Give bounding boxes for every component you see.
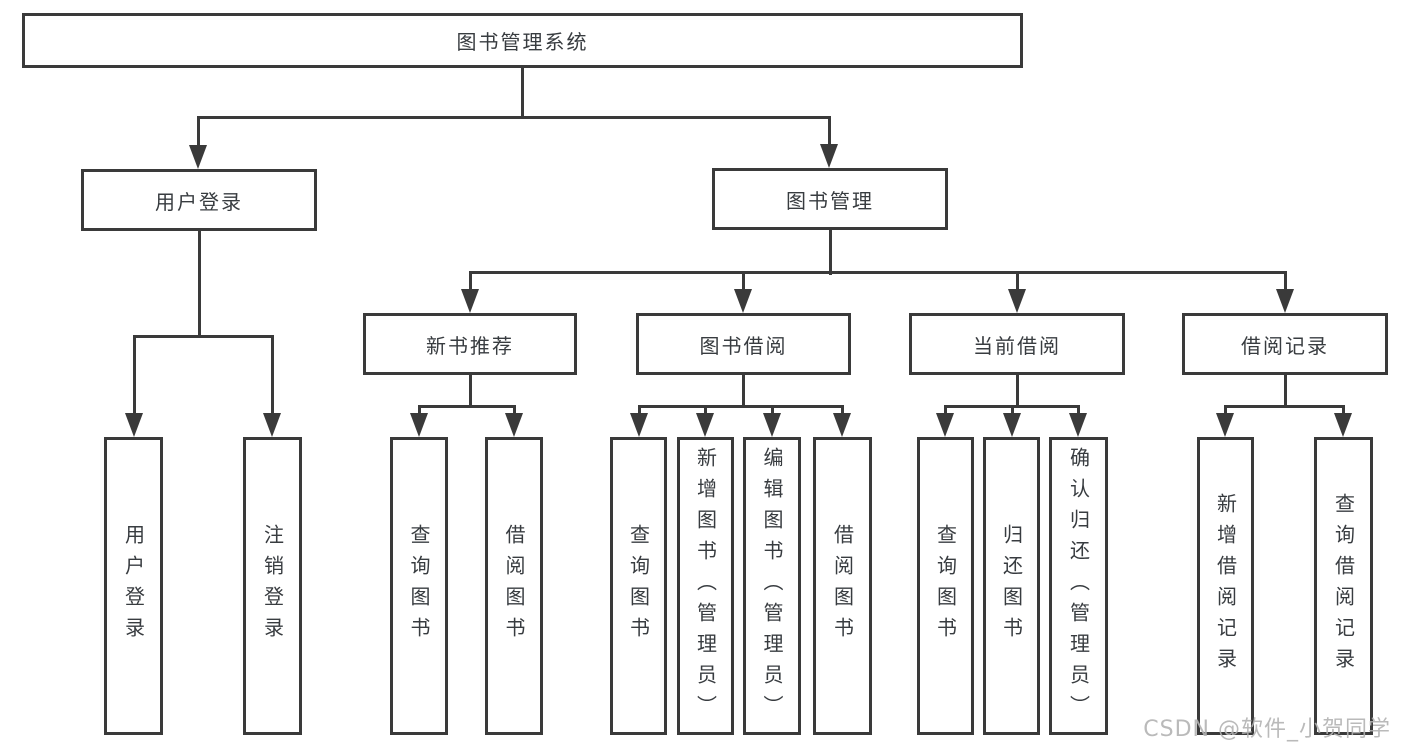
node-new-book-rec-label: 新书推荐 bbox=[426, 333, 514, 358]
connector-line bbox=[133, 335, 136, 418]
node-nb-query-leaf: 查询图书 bbox=[390, 437, 448, 735]
node-bb-borrow-leaf-label: 借阅图书 bbox=[830, 524, 855, 648]
arrow-down-icon bbox=[125, 413, 143, 437]
connector-line bbox=[513, 405, 516, 418]
node-cb-query-leaf-label: 查询图书 bbox=[933, 524, 958, 648]
node-borrow-record-label: 借阅记录 bbox=[1241, 333, 1329, 358]
node-login-leaf-label: 用户登录 bbox=[121, 524, 146, 648]
connector-line bbox=[771, 405, 774, 418]
node-root-label: 图书管理系统 bbox=[456, 30, 589, 54]
node-nb-borrow-leaf: 借阅图书 bbox=[485, 437, 543, 735]
node-bb-borrow-leaf: 借阅图书 bbox=[813, 437, 872, 735]
arrow-down-icon bbox=[410, 413, 428, 437]
connector-line bbox=[638, 405, 641, 418]
node-user-login: 用户登录 bbox=[81, 169, 317, 231]
node-current-borrow: 当前借阅 bbox=[909, 313, 1125, 375]
connector-line bbox=[1016, 271, 1019, 293]
node-br-add-leaf: 新增借阅记录 bbox=[1197, 437, 1254, 735]
arrow-down-icon bbox=[1276, 289, 1294, 313]
arrow-down-icon bbox=[696, 413, 714, 437]
connector-line bbox=[271, 335, 274, 418]
connector-line bbox=[1011, 405, 1014, 418]
arrow-down-icon bbox=[1069, 413, 1087, 437]
node-current-borrow-label: 当前借阅 bbox=[973, 333, 1061, 358]
node-book-mgmt: 图书管理 bbox=[712, 168, 948, 230]
node-user-login-label: 用户登录 bbox=[155, 189, 243, 214]
node-book-borrow-label: 图书借阅 bbox=[699, 333, 788, 358]
arrow-down-icon bbox=[630, 413, 648, 437]
node-bb-add-leaf-label: 新增图书（管理员） bbox=[693, 446, 718, 726]
node-bb-add-leaf: 新增图书（管理员） bbox=[677, 437, 734, 735]
connector-line bbox=[742, 375, 745, 408]
node-cb-query-leaf: 查询图书 bbox=[917, 437, 974, 735]
arrow-down-icon bbox=[263, 413, 281, 437]
connector-line bbox=[197, 116, 200, 150]
node-nb-borrow-leaf-label: 借阅图书 bbox=[502, 524, 526, 648]
connector-line bbox=[638, 405, 843, 408]
connector-line bbox=[841, 405, 844, 418]
connector-line bbox=[704, 405, 707, 418]
node-login-leaf: 用户登录 bbox=[104, 437, 163, 735]
arrow-down-icon bbox=[1003, 413, 1021, 437]
node-bb-query-leaf: 查询图书 bbox=[610, 437, 667, 735]
node-br-query-leaf-label: 查询借阅记录 bbox=[1331, 493, 1356, 679]
arrow-down-icon bbox=[820, 144, 838, 168]
connector-line bbox=[469, 271, 1286, 274]
connector-line bbox=[198, 231, 201, 338]
arrow-down-icon bbox=[734, 289, 752, 313]
node-root: 图书管理系统 bbox=[22, 13, 1023, 68]
node-book-borrow: 图书借阅 bbox=[636, 313, 851, 375]
connector-line bbox=[197, 116, 831, 119]
connector-line bbox=[1077, 405, 1080, 418]
arrow-down-icon bbox=[763, 413, 781, 437]
node-bb-edit-leaf-label: 编辑图书（管理员） bbox=[760, 446, 784, 726]
node-borrow-record: 借阅记录 bbox=[1182, 313, 1388, 375]
arrow-down-icon bbox=[189, 145, 207, 169]
arrow-down-icon bbox=[833, 413, 851, 437]
node-cb-confirm-leaf: 确认归还（管理员） bbox=[1049, 437, 1108, 735]
connector-line bbox=[418, 405, 421, 418]
node-cb-return-leaf-label: 归还图书 bbox=[999, 524, 1024, 648]
connector-line bbox=[828, 116, 831, 149]
connector-line bbox=[1224, 405, 1227, 418]
arrow-down-icon bbox=[461, 289, 479, 313]
connector-line bbox=[133, 335, 274, 338]
arrow-down-icon bbox=[505, 413, 523, 437]
connector-line bbox=[1016, 375, 1019, 408]
connector-line bbox=[829, 230, 832, 275]
arrow-down-icon bbox=[936, 413, 954, 437]
node-br-add-leaf-label: 新增借阅记录 bbox=[1213, 493, 1238, 679]
node-bb-edit-leaf: 编辑图书（管理员） bbox=[743, 437, 801, 735]
node-bb-query-leaf-label: 查询图书 bbox=[626, 524, 651, 648]
arrow-down-icon bbox=[1334, 413, 1352, 437]
node-book-mgmt-label: 图书管理 bbox=[786, 188, 874, 213]
node-br-query-leaf: 查询借阅记录 bbox=[1314, 437, 1373, 735]
connector-line bbox=[521, 68, 524, 118]
node-nb-query-leaf-label: 查询图书 bbox=[407, 524, 431, 648]
connector-line bbox=[1284, 271, 1287, 293]
connector-line bbox=[469, 375, 472, 408]
node-new-book-rec: 新书推荐 bbox=[363, 313, 577, 375]
connector-line bbox=[469, 271, 472, 293]
connector-line bbox=[1224, 405, 1344, 408]
connector-line bbox=[1342, 405, 1345, 418]
node-cb-return-leaf: 归还图书 bbox=[983, 437, 1040, 735]
connector-line bbox=[944, 405, 947, 418]
connector-line bbox=[742, 271, 745, 293]
node-cb-confirm-leaf-label: 确认归还（管理员） bbox=[1066, 446, 1091, 726]
arrow-down-icon bbox=[1008, 289, 1026, 313]
connector-line bbox=[1284, 375, 1287, 408]
node-logout-leaf-label: 注销登录 bbox=[260, 524, 285, 648]
csdn-watermark: CSDN @软件_小贺同学 bbox=[1143, 717, 1391, 742]
arrow-down-icon bbox=[1216, 413, 1234, 437]
connector-line bbox=[418, 405, 515, 408]
node-logout-leaf: 注销登录 bbox=[243, 437, 302, 735]
